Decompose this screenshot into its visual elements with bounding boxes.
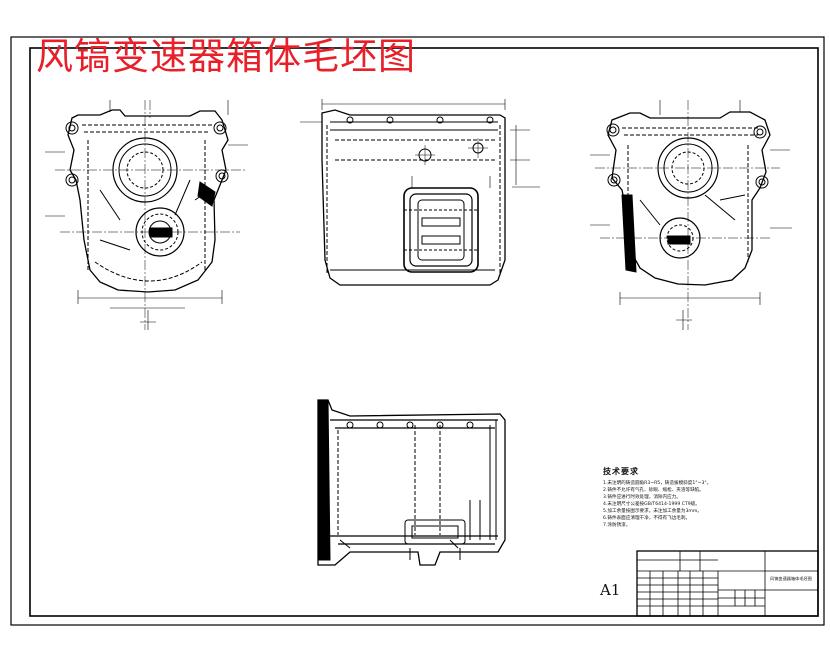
technical-notes: 技术要求 1.未注明的铸造圆角R3~R5，铸造拔模斜度1°~3°。 2.铸件不允… xyxy=(603,466,763,529)
inner-border xyxy=(29,47,819,617)
note-line: 7.涂防锈漆。 xyxy=(603,523,631,528)
title-block xyxy=(636,550,819,617)
outer-border xyxy=(10,36,825,626)
side-view-right xyxy=(590,100,792,330)
note-line: 2.铸件不允许有气孔、砂眼、缩松、夹渣等缺陷。 xyxy=(603,488,704,493)
section-view-bottom xyxy=(317,399,506,566)
top-view-middle xyxy=(300,99,540,286)
front-view-left xyxy=(45,100,248,330)
note-line: 4.未注明尺寸公差按GB/T6414-1999 CT9级。 xyxy=(603,502,700,507)
note-line: 3.铸件应进行时效处理，消除内应力。 xyxy=(603,495,681,500)
note-line: 6.铸件表面应清理干净，不得有飞边毛刺。 xyxy=(603,516,691,521)
notes-heading: 技术要求 xyxy=(603,467,639,476)
note-line: 1.未注明的铸造圆角R3~R5，铸造拔模斜度1°~3°。 xyxy=(603,481,712,486)
drawing-title: 风镐变速器箱体毛坯图 xyxy=(36,35,416,78)
sheet-size-label: A1 xyxy=(600,581,621,599)
title-block-drawing-name: 风镐变速器箱体毛坯图 xyxy=(770,576,812,581)
note-line: 5.加工余量按图示要求，未注加工余量为3mm。 xyxy=(603,509,702,514)
